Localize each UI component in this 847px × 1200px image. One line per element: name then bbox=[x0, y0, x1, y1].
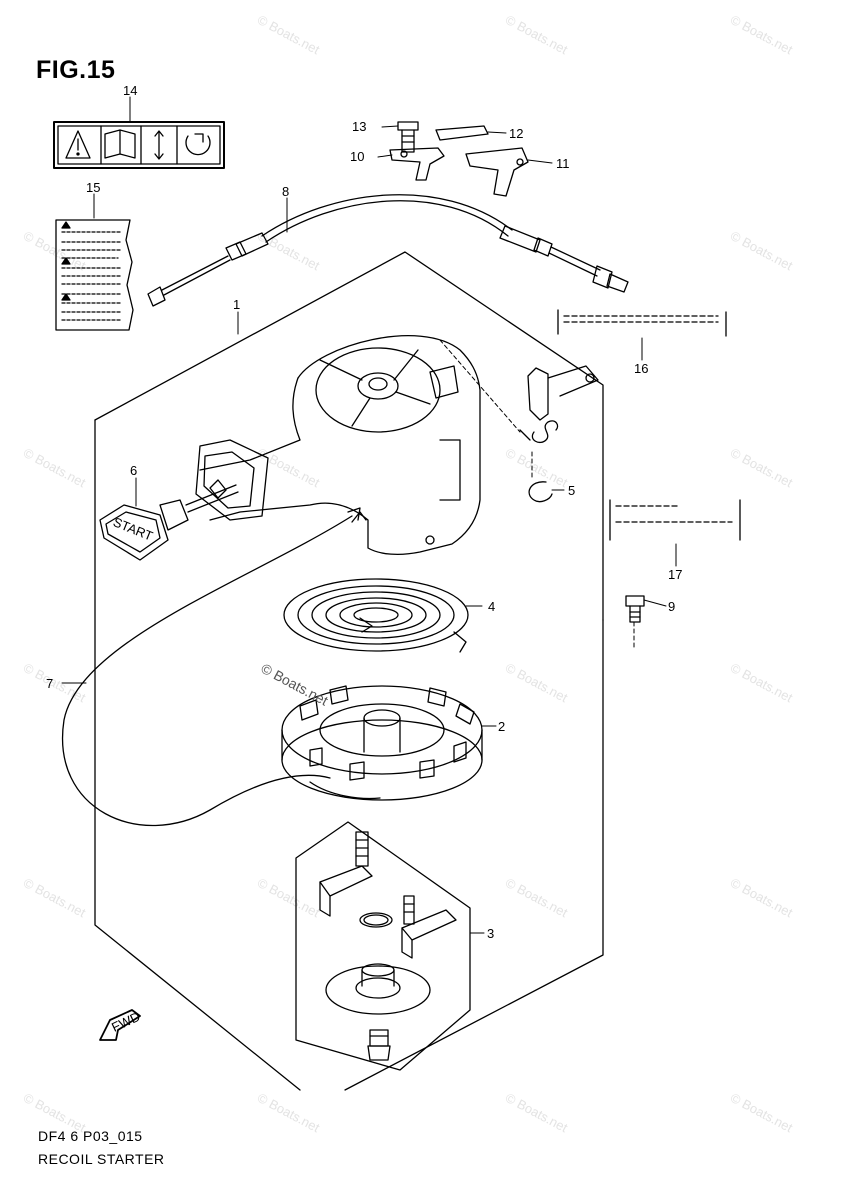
lock-cable-part-8 bbox=[147, 194, 629, 307]
starter-case bbox=[195, 335, 481, 555]
reel-part-2 bbox=[281, 685, 483, 801]
ratchet-set-part-3 bbox=[295, 821, 471, 1071]
callout-11: 11 bbox=[556, 156, 570, 171]
bolt-part-9 bbox=[625, 595, 645, 623]
callout-13: 13 bbox=[352, 119, 366, 134]
instruction-decal-part-15 bbox=[55, 219, 134, 331]
callout-3: 3 bbox=[487, 926, 494, 941]
callout-5: 5 bbox=[568, 483, 575, 498]
callout-9: 9 bbox=[668, 599, 675, 614]
cable-bracket-parts-10-13 bbox=[389, 121, 529, 197]
callout-8: 8 bbox=[282, 184, 289, 199]
callout-7: 7 bbox=[46, 676, 53, 691]
callout-4: 4 bbox=[488, 599, 495, 614]
figure-code: DF4 6 P03_015 bbox=[38, 1128, 143, 1144]
callout-2: 2 bbox=[498, 719, 505, 734]
callout-16: 16 bbox=[634, 361, 648, 376]
starter-handle-part-6 bbox=[99, 479, 239, 561]
fwd-label: FWD bbox=[109, 1009, 142, 1035]
callout-10: 10 bbox=[350, 149, 364, 164]
lock-lever bbox=[519, 365, 599, 444]
leader-lines bbox=[61, 96, 677, 934]
callout-12: 12 bbox=[509, 126, 523, 141]
forward-arrow-icon bbox=[99, 1009, 141, 1041]
e-ring-part-5 bbox=[528, 481, 553, 503]
starter-rope-part-7 bbox=[61, 507, 361, 826]
callout-17: 17 bbox=[668, 567, 682, 582]
case-assembly-box-part-1 bbox=[94, 251, 604, 1091]
figure-name: RECOIL STARTER bbox=[38, 1151, 165, 1167]
figure-title: FIG.15 bbox=[36, 56, 116, 84]
callout-6: 6 bbox=[130, 463, 137, 478]
warning-label-part-14 bbox=[53, 121, 225, 169]
callout-1: 1 bbox=[233, 297, 240, 312]
callout-14: 14 bbox=[123, 83, 137, 98]
callout-15: 15 bbox=[86, 180, 100, 195]
recoil-spring-part-4 bbox=[283, 578, 469, 653]
seal-part-16 bbox=[557, 309, 727, 337]
seal-part-17 bbox=[609, 499, 741, 541]
